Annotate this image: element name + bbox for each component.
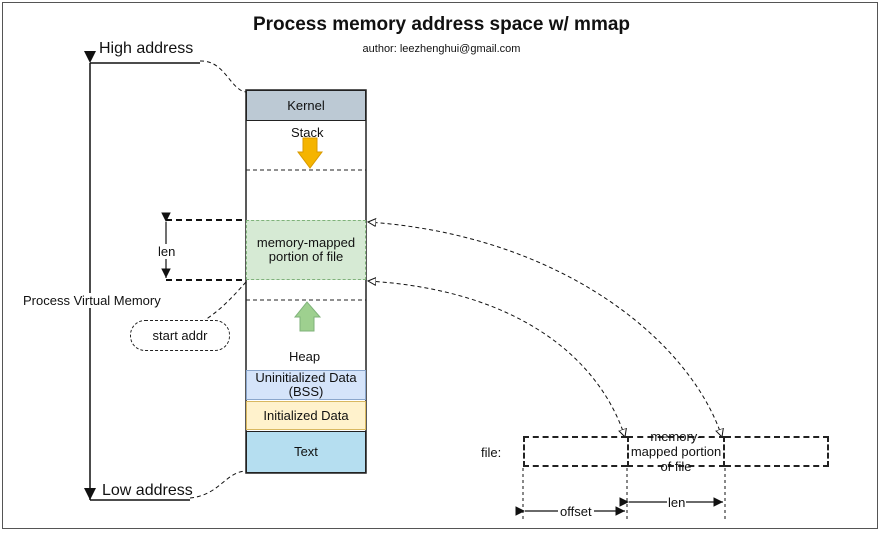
file-rest-region bbox=[725, 436, 829, 467]
high-address-connector bbox=[199, 60, 247, 93]
low-address-label: Low address bbox=[102, 482, 193, 499]
mmap-bottom-curve bbox=[368, 281, 626, 438]
diagram-title: Process memory address space w/ mmap bbox=[252, 14, 631, 35]
len-file-label: len bbox=[667, 495, 687, 510]
low-address-connector bbox=[189, 470, 247, 499]
mmap-bottom-curve-end bbox=[368, 281, 625, 437]
start-addr-callout: start addr bbox=[130, 320, 230, 351]
len-left-label: len bbox=[158, 244, 176, 259]
text-segment: Text bbox=[246, 431, 366, 473]
mmap-top-curve-end bbox=[368, 222, 722, 437]
file-label: file: bbox=[481, 445, 502, 460]
stack-down-arrow bbox=[297, 137, 323, 169]
file-offset-region bbox=[523, 436, 627, 467]
diagram-frame bbox=[2, 2, 878, 529]
file-mapped-region: memory-mapped portion of file bbox=[627, 429, 725, 474]
heap-up-arrow bbox=[293, 301, 322, 332]
author-label: author: leezhenghui@gmail.com bbox=[362, 43, 521, 55]
start-addr-connector bbox=[204, 281, 247, 321]
process-virtual-memory-label: Process Virtual Memory bbox=[21, 293, 163, 308]
stack-label: Stack bbox=[291, 125, 324, 140]
heap-label: Heap bbox=[289, 349, 321, 364]
mmap-top-curve bbox=[368, 222, 723, 438]
mmap-segment: memory-mapped portion of file bbox=[246, 220, 366, 280]
initialized-data-segment: Initialized Data bbox=[246, 401, 366, 430]
bss-segment: Uninitialized Data (BSS) bbox=[246, 370, 366, 400]
kernel-segment: Kernel bbox=[246, 90, 366, 121]
high-address-label: High address bbox=[99, 40, 194, 57]
offset-label: offset bbox=[558, 504, 594, 519]
